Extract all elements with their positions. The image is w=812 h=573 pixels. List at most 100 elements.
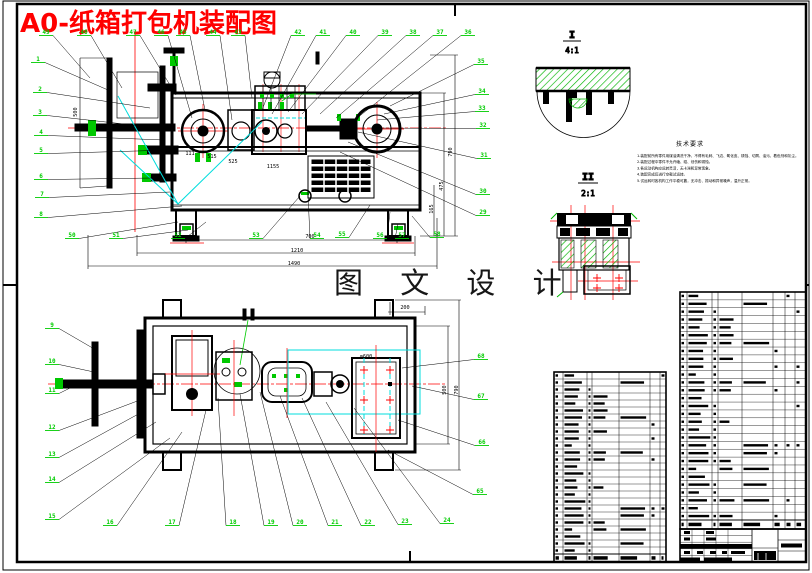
part-callout-number: 40 xyxy=(349,29,357,36)
callout-leader-line xyxy=(319,35,407,115)
bom-cell-entry xyxy=(688,507,698,510)
bom-cell-entry xyxy=(688,302,707,305)
bom-cell-entry xyxy=(555,486,558,489)
bom-cell-entry xyxy=(713,514,716,518)
bom-cell-entry xyxy=(774,514,778,518)
bom-cell-entry xyxy=(564,458,581,461)
bom-cell-entry xyxy=(688,420,702,423)
callout-leader-line xyxy=(244,35,253,99)
callout-leader-line xyxy=(271,35,317,115)
callout-leader-line xyxy=(58,421,157,483)
bom-header-entry xyxy=(786,522,791,527)
callout-leader-line xyxy=(353,407,441,524)
callout-leader-line xyxy=(122,229,189,239)
callout-leader-line xyxy=(383,94,476,115)
bom-header-entry xyxy=(743,522,761,527)
part-callout-number: 58 xyxy=(433,231,441,238)
bom-cell-entry xyxy=(588,493,591,496)
bom-cell-entry xyxy=(786,499,790,502)
bom-cell-entry xyxy=(555,472,558,475)
dimension-label: 790 xyxy=(454,385,460,394)
callout-leader-line xyxy=(394,223,399,239)
bom-header-entry xyxy=(796,522,802,527)
bom-cell-entry xyxy=(620,507,646,510)
part-callout-number: 37 xyxy=(436,29,444,36)
bom-cell-entry xyxy=(796,404,800,408)
bom-cell-entry xyxy=(555,374,558,377)
callout-leader-line xyxy=(348,204,371,238)
part-callout-number: 38 xyxy=(409,29,417,36)
part-callout-number: 55 xyxy=(338,231,346,238)
bom-cell-entry xyxy=(688,404,709,408)
bom-cell-entry xyxy=(588,388,591,391)
dimension-label: 1210 xyxy=(291,248,304,254)
bom-cell-entry xyxy=(555,388,558,391)
bom-cell-entry xyxy=(681,302,684,305)
part-callout-number: 8 xyxy=(39,211,43,218)
clutch xyxy=(305,114,360,140)
callout-leader-line xyxy=(339,151,477,216)
bom-cell-entry xyxy=(688,334,708,337)
drive-pulley xyxy=(180,108,226,162)
bom-cell-entry xyxy=(713,381,716,384)
part-callout-number: 24 xyxy=(443,517,451,524)
bom-cell-entry xyxy=(555,416,558,419)
part-callout-number: 6 xyxy=(39,173,43,180)
bom-cell-entry xyxy=(796,444,800,447)
callout-leader-line xyxy=(307,193,311,239)
part-callout-number: 44 xyxy=(209,29,217,36)
bom-cell-entry xyxy=(774,389,778,392)
bom-header-entry xyxy=(681,522,684,527)
bom-header-entry xyxy=(719,522,732,527)
gearbox-plan xyxy=(165,330,220,416)
bom-cell-entry xyxy=(564,472,584,475)
bom-cell-entry xyxy=(564,507,582,510)
callout-leader-line xyxy=(184,221,207,239)
bom-cell-entry xyxy=(774,365,778,368)
tech-requirement-line: 3.各运动机构应运转灵活，无卡滞和异常现象。 xyxy=(637,165,712,170)
bom-table-right xyxy=(679,291,807,530)
bom-cell-entry xyxy=(555,528,558,531)
callout-leader-line xyxy=(261,35,292,111)
bom-cell-entry xyxy=(555,409,558,412)
bom-cell-entry xyxy=(588,500,591,503)
tech-requirements-heading: 技术要求 xyxy=(676,140,704,148)
bom-cell-entry xyxy=(555,451,558,454)
bom-cell-entry xyxy=(620,381,645,384)
bom-cell-entry xyxy=(564,444,572,447)
bom-cell-entry xyxy=(688,294,699,298)
bom-cell-entry xyxy=(555,381,558,384)
part-callout-number: 3 xyxy=(38,109,42,116)
bom-cell-entry xyxy=(681,412,684,416)
callout-leader-line xyxy=(52,35,91,79)
bom-header-entry xyxy=(564,556,577,560)
callout-leader-line xyxy=(325,401,399,525)
bom-cell-entry xyxy=(688,326,700,329)
bom-cell-entry xyxy=(796,381,800,384)
section-mark-II xyxy=(239,308,255,366)
bom-cell-entry xyxy=(555,402,558,405)
part-callout-number: 35 xyxy=(477,58,485,65)
bom-table-left xyxy=(553,371,667,563)
dimension-label: 111 xyxy=(185,151,194,157)
bom-header-entry xyxy=(774,522,780,527)
bom-cell-entry xyxy=(564,402,576,405)
bom-cell-entry xyxy=(564,451,580,454)
bom-cell-entry xyxy=(713,365,716,368)
callout-leader-line xyxy=(301,397,362,526)
bom-cell-entry xyxy=(588,444,591,447)
bom-cell-entry xyxy=(681,451,684,455)
bom-cell-entry xyxy=(681,357,684,361)
part-callout-number: 21 xyxy=(331,519,339,526)
bom-cell-entry xyxy=(681,444,684,447)
bom-cell-entry xyxy=(681,483,684,486)
part-callout-number: 33 xyxy=(478,105,486,112)
part-callout-number: 53 xyxy=(252,232,260,239)
part-callout-number: 42 xyxy=(294,29,302,36)
bom-cell-entry xyxy=(555,542,558,545)
bom-cell-entry xyxy=(688,412,701,416)
bom-cell-entry xyxy=(743,444,769,447)
